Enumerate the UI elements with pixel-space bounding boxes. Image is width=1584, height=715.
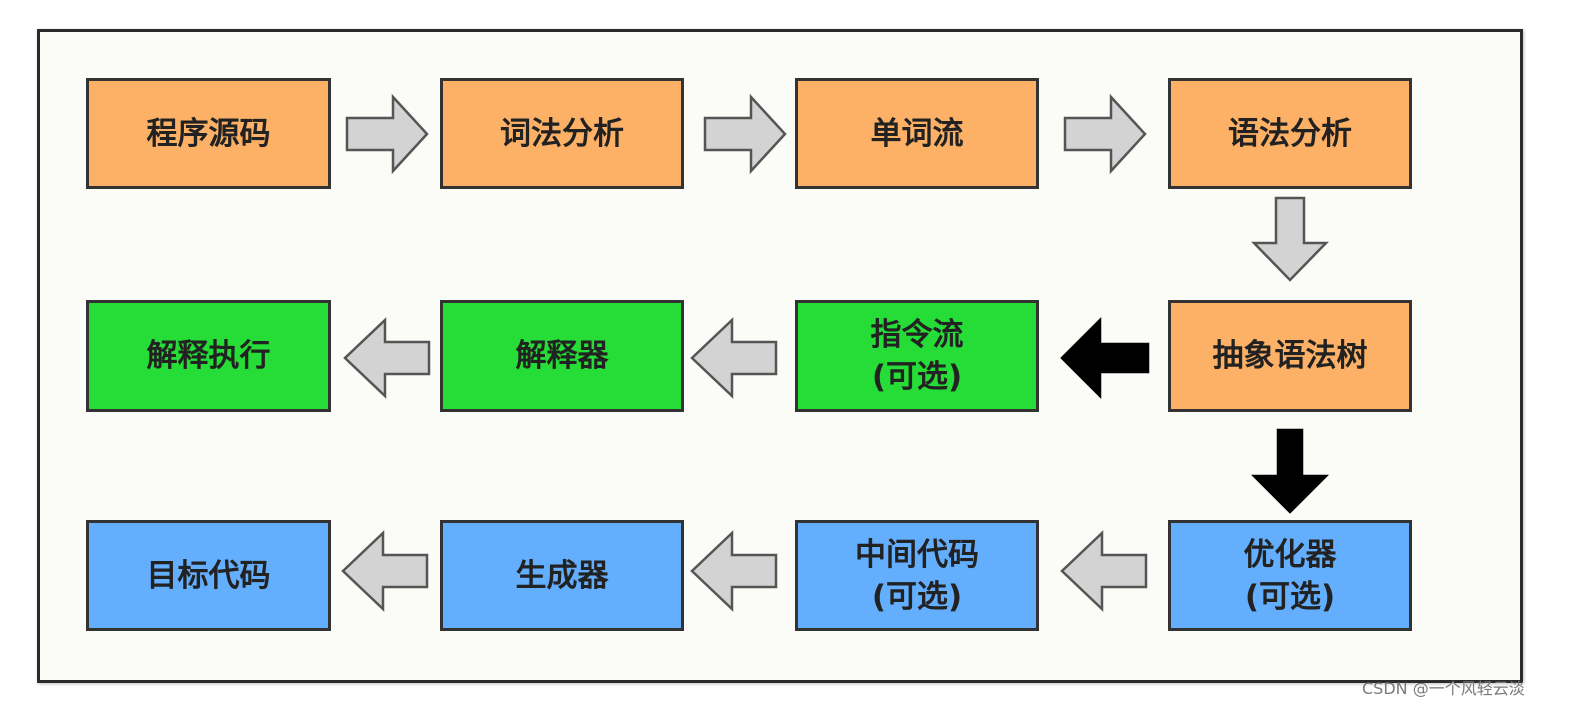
arrow-down-black-icon (1250, 428, 1330, 514)
box-label: 程序源码 (146, 115, 271, 152)
box-abstract-syntax-tree: 抽象语法树 (1168, 300, 1412, 412)
arrow-down-shape (1251, 196, 1329, 282)
arrow-left-icon (690, 530, 778, 612)
arrow-right-icon (345, 93, 429, 175)
arrow-left-icon (1060, 530, 1148, 612)
box-lexical-analysis: 词法分析 (440, 78, 684, 189)
arrow-right-icon (1063, 93, 1147, 175)
arrow-left-icon (343, 317, 431, 399)
arrow-left-shape (1060, 530, 1148, 612)
arrow-left-shape (343, 317, 431, 399)
box-sublabel: (可选) (871, 359, 963, 395)
box-label: 优化器 (1243, 536, 1337, 573)
arrow-down-icon (1251, 196, 1329, 282)
arrow-right-icon (703, 93, 787, 175)
box-label: 中间代码 (855, 536, 979, 573)
arrow-left-black-icon (1060, 316, 1150, 400)
box-label: 指令流 (870, 317, 964, 353)
arrow-down-shape (1250, 428, 1330, 514)
arrow-left-icon (341, 530, 429, 612)
box-intermediate-code: 中间代码 (可选) (795, 520, 1039, 631)
box-label: 解释器 (515, 338, 609, 374)
box-generator: 生成器 (440, 520, 684, 631)
arrow-left-shape (341, 530, 429, 612)
watermark: CSDN @一个风轻云淡 (1362, 679, 1525, 698)
box-instruction-stream: 指令流 (可选) (795, 300, 1039, 412)
box-label: 单词流 (870, 115, 964, 152)
box-label: 目标代码 (146, 557, 271, 594)
box-label: 解释执行 (146, 338, 271, 374)
box-interpreter: 解释器 (440, 300, 684, 412)
arrow-left-shape (690, 530, 778, 612)
arrow-shape (345, 93, 429, 175)
arrow-left-shape (690, 317, 778, 399)
box-syntax-analysis: 语法分析 (1168, 78, 1412, 189)
box-optimizer: 优化器 (可选) (1168, 520, 1412, 631)
box-sublabel: (可选) (1244, 578, 1336, 615)
arrow-shape (703, 93, 787, 175)
box-label: 抽象语法树 (1212, 338, 1368, 374)
box-token-stream: 单词流 (795, 78, 1039, 189)
box-label: 词法分析 (500, 115, 624, 152)
arrow-right-shape (1063, 93, 1147, 175)
box-target-code: 目标代码 (86, 520, 331, 631)
box-source-code: 程序源码 (86, 78, 331, 189)
box-label: 语法分析 (1228, 115, 1352, 152)
box-interpret-execute: 解释执行 (86, 300, 331, 412)
arrow-left-shape (1060, 316, 1150, 400)
arrow-left-icon (690, 317, 778, 399)
box-label: 生成器 (515, 557, 609, 594)
box-sublabel: (可选) (871, 578, 963, 615)
